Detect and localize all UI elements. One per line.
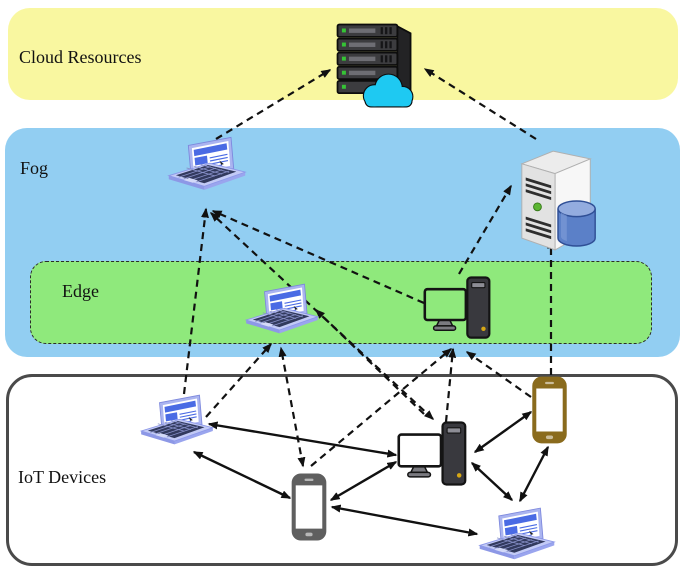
iot-devices-label: IoT Devices (18, 467, 107, 487)
edge-layer-box (30, 261, 652, 344)
edge-label: Edge (62, 281, 99, 301)
iot-laptop-1-icon (138, 391, 216, 451)
iot-devices-layer-box (6, 374, 678, 566)
iot-laptop-2-icon (478, 503, 556, 567)
fog-server-icon (514, 138, 602, 262)
fog-laptop-icon (163, 133, 251, 197)
iot-phone-2-icon (531, 376, 568, 444)
edge-laptop-icon (243, 280, 321, 340)
iot-desktop-icon (397, 421, 473, 489)
fog-label: Fog (20, 158, 49, 178)
iot-phone-1-icon (291, 471, 327, 543)
cloud-server-rack-icon (334, 20, 422, 110)
edge-desktop-icon (423, 276, 497, 342)
cloud-resources-label: Cloud Resources (19, 47, 142, 67)
